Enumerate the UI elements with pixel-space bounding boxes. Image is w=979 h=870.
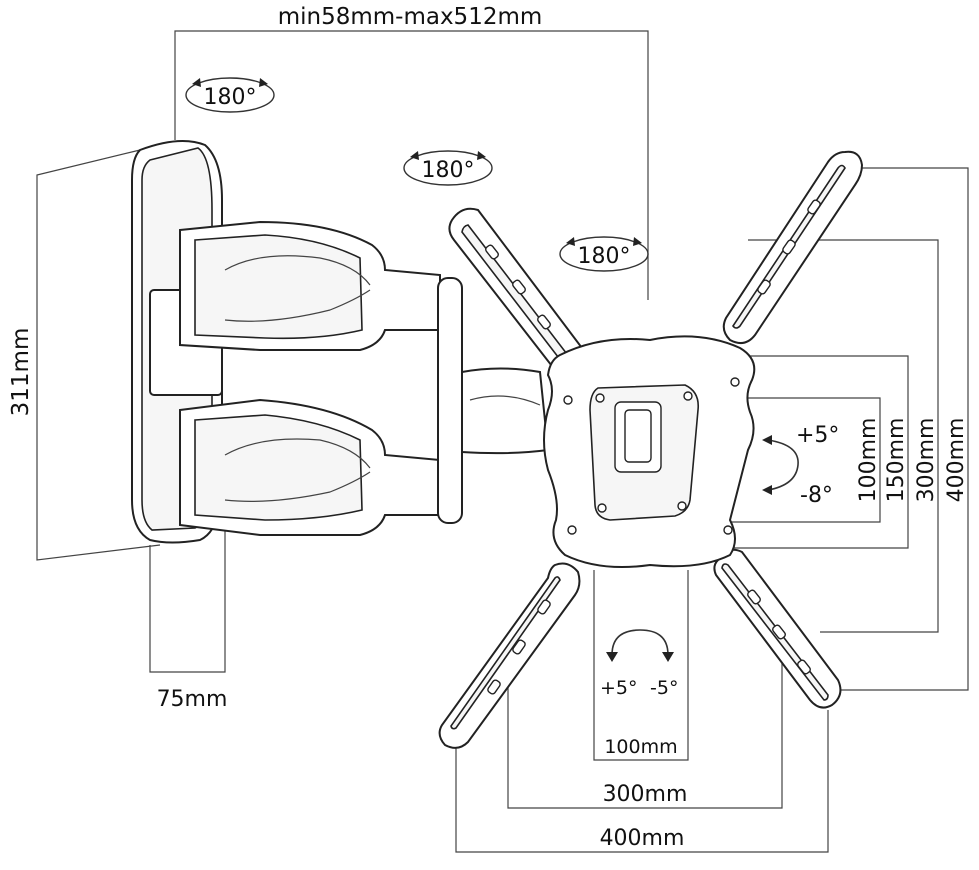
wall-plate-width-label: 75mm <box>157 687 228 712</box>
curved-arrow-icon <box>606 652 618 662</box>
swivel-indicator: +5° -5° <box>600 629 678 699</box>
swivel-left-label: +5° <box>600 677 638 699</box>
vesa-horizontal-100-label: 100mm <box>604 736 677 758</box>
rotation-badge-1: 180° <box>185 77 275 113</box>
vesa-vertical-400-label: 400mm <box>944 418 969 503</box>
rotation-arrow-icon <box>566 237 575 246</box>
vesa-vertical-300-label: 300mm <box>914 418 939 503</box>
swivel-right-label: -5° <box>650 677 678 699</box>
rotation-3-label: 180° <box>578 244 631 269</box>
rotation-arrow-icon <box>259 78 268 87</box>
vesa-horizontal-400-label: 400mm <box>600 826 685 851</box>
arm-extension-label: min58mm-max512mm <box>278 4 543 30</box>
curved-arrow-icon <box>762 485 772 495</box>
curved-arrow-icon <box>762 435 772 445</box>
tilt-up-label: +5° <box>796 423 839 448</box>
lower-arm <box>179 398 441 536</box>
curved-arrow-icon <box>767 439 799 491</box>
rotation-badge-3: 180° <box>559 236 649 272</box>
tilt-indicator: +5° -8° <box>762 423 839 508</box>
curved-arrow-icon <box>611 629 669 656</box>
dimension-lines <box>36 30 969 853</box>
upper-arm <box>179 220 441 351</box>
rotation-arrow-icon <box>403 150 493 186</box>
rotation-arrow-icon <box>477 151 486 160</box>
wall-plate-height-label: 311mm <box>8 328 34 417</box>
pivot-post <box>437 277 550 524</box>
vesa-horizontal-300-label: 300mm <box>603 782 688 807</box>
rotation-badge-2: 180° <box>403 150 493 186</box>
rotation-2-label: 180° <box>422 158 475 183</box>
rotation-arrow-icon <box>559 236 649 272</box>
rotation-arrow-icon <box>633 237 642 246</box>
rotation-arrow-icon <box>410 151 419 160</box>
curved-arrow-icon <box>662 652 674 662</box>
vesa-vertical-100-label: 100mm <box>856 418 881 503</box>
vesa-bracket <box>438 150 864 749</box>
vesa-vertical-150-label: 150mm <box>884 418 909 503</box>
rotation-1-label: 180° <box>204 85 257 110</box>
rotation-arrow-icon <box>192 78 201 87</box>
rotation-arrow-icon <box>185 77 275 113</box>
tilt-down-label: -8° <box>800 483 833 508</box>
